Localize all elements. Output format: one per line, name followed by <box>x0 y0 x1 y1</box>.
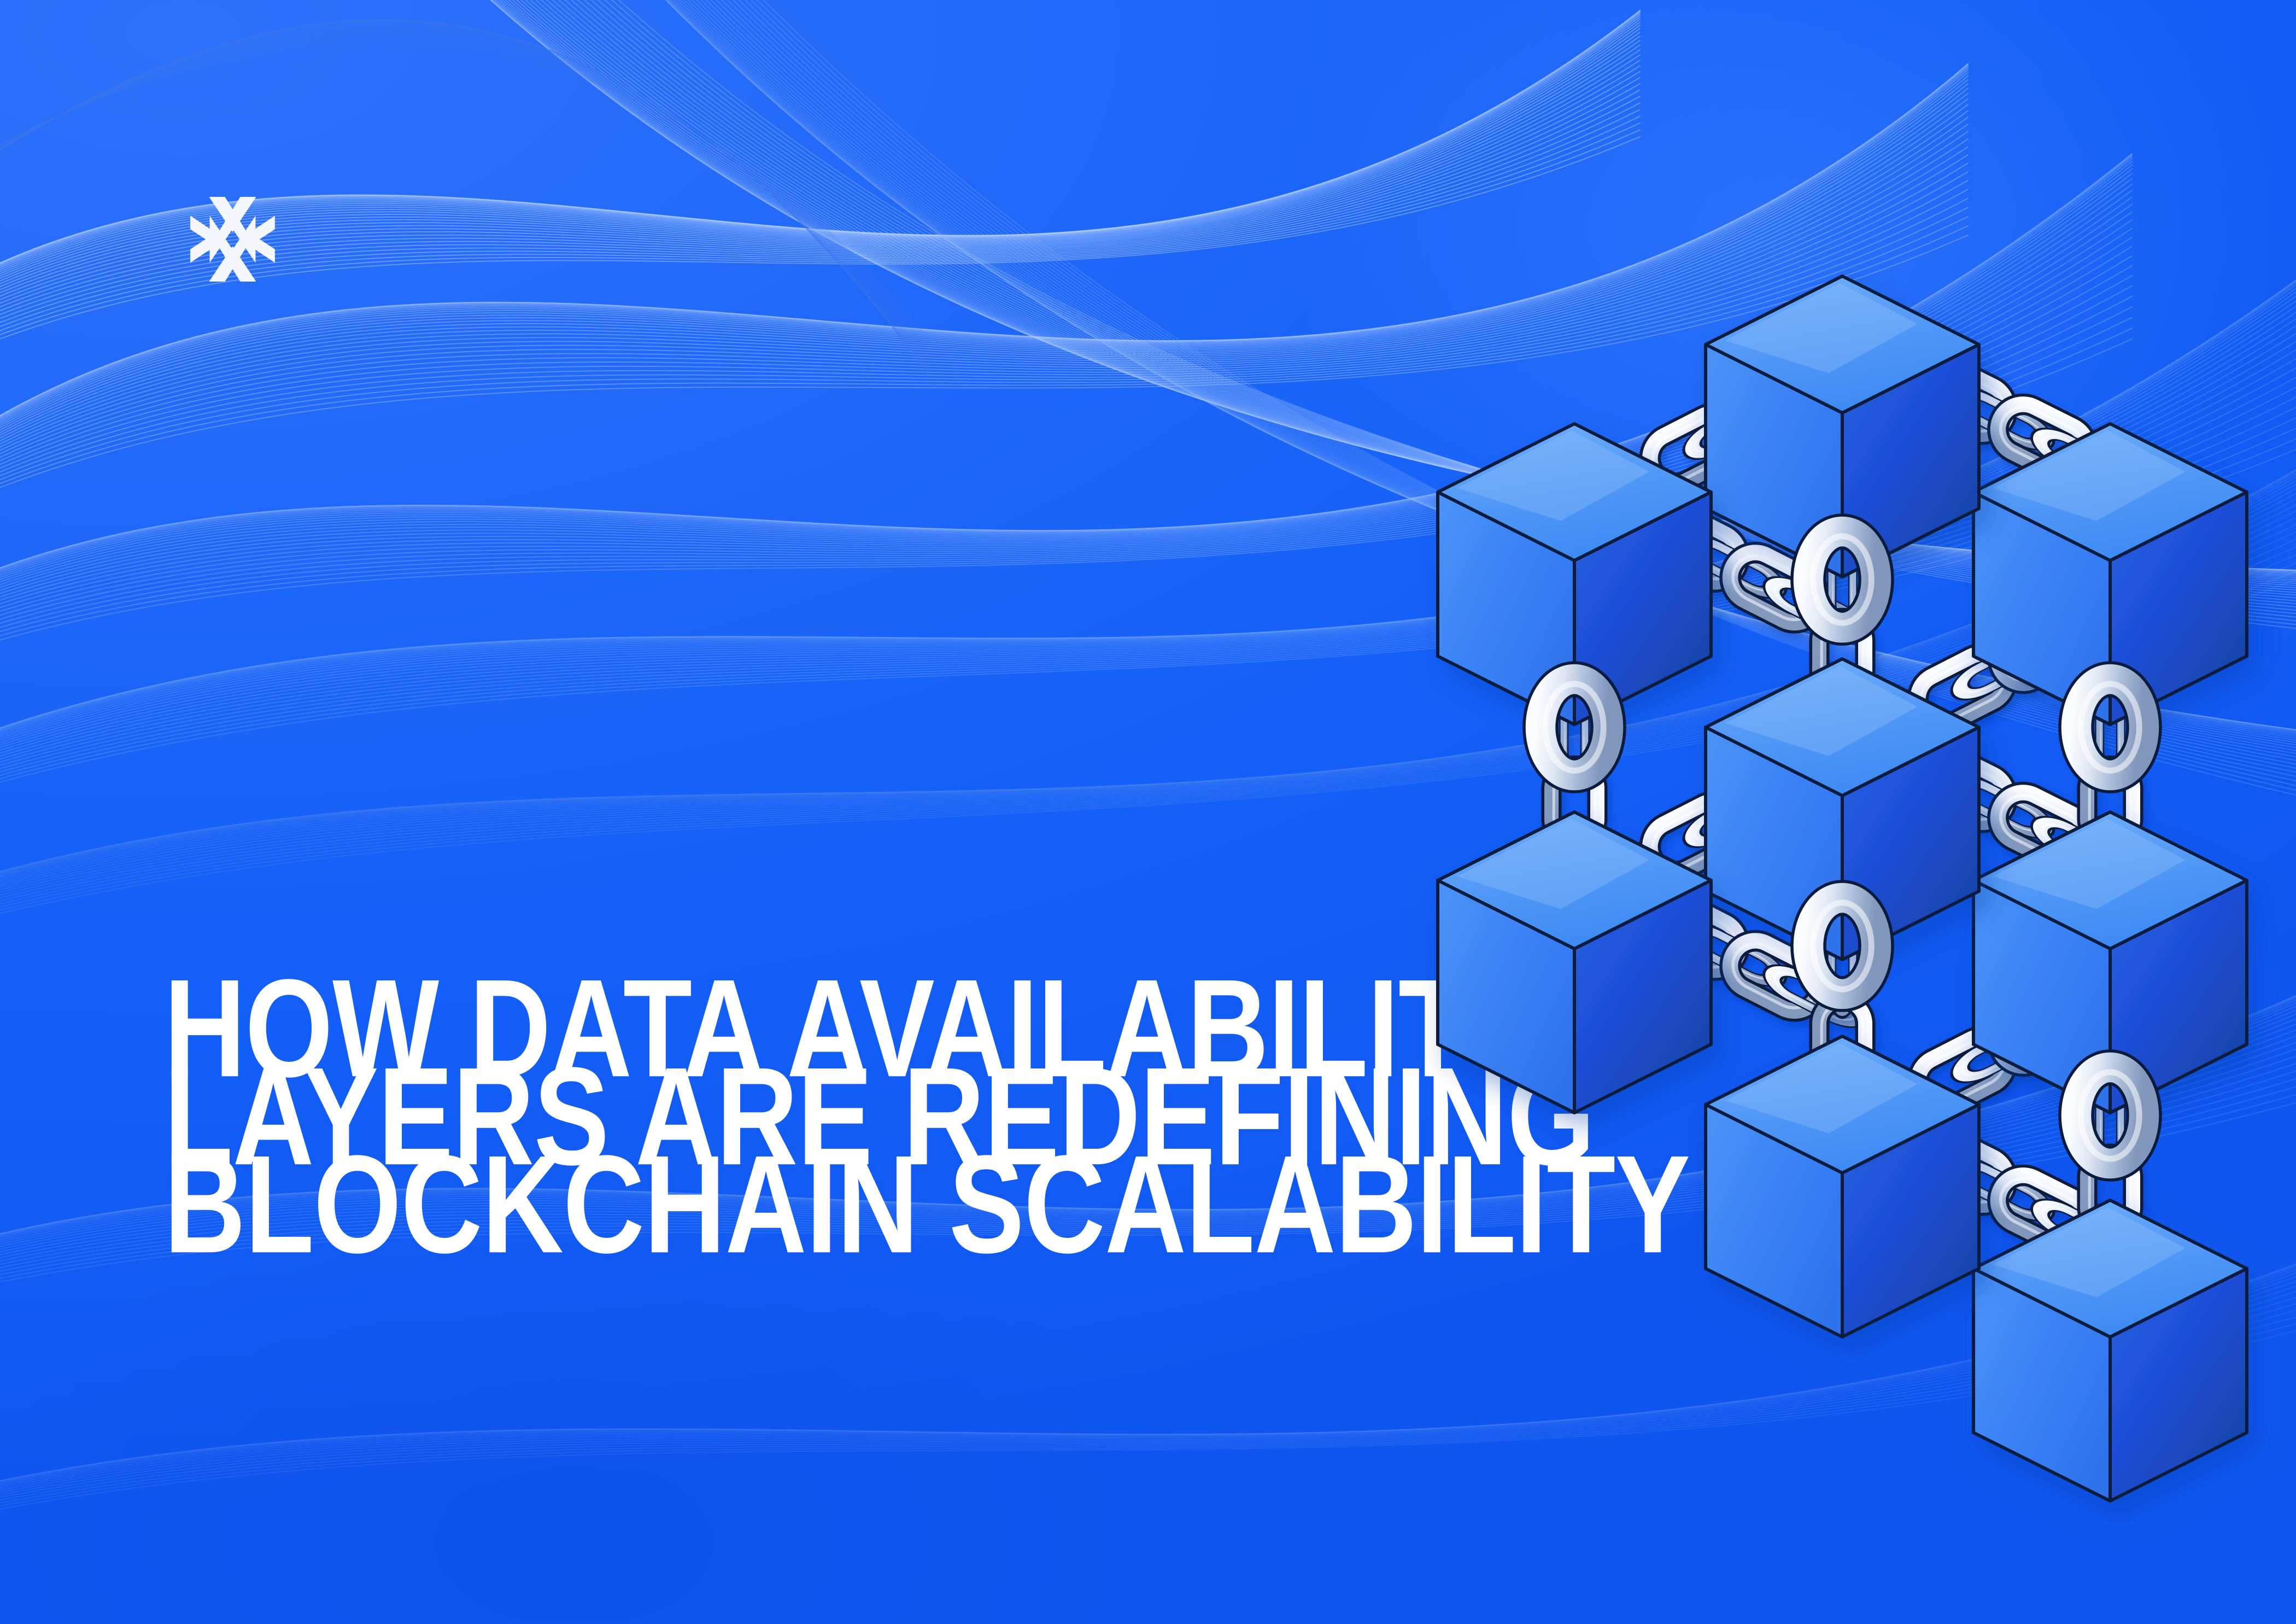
six-point-star-logo <box>190 197 275 282</box>
headline-line-3: BLOCKCHAIN SCALABILITY <box>164 1126 1690 1282</box>
chain-link-front-rightmid <box>2058 1049 2162 1182</box>
chain-link-body <box>1525 664 1624 791</box>
cube-right-low <box>1972 1199 2248 1503</box>
chain-link-highlight <box>2078 681 2142 774</box>
chain-link-body <box>2061 664 2159 791</box>
chain-link-body <box>2061 1052 2159 1179</box>
cube-top-center <box>1704 274 1981 579</box>
headline-line-2: LAYERS ARE REDEFINING <box>164 1038 1595 1194</box>
cube-top-highlight <box>1457 430 1650 521</box>
chain-link-highlight <box>1810 899 1875 992</box>
chain-link-front-righttop <box>2058 661 2162 793</box>
cube-right-top <box>1972 422 2248 726</box>
cube-top-highlight <box>1725 283 1918 373</box>
cube-low-center <box>1704 1035 1981 1339</box>
chain-link-front-midleft <box>1522 661 1626 793</box>
cube-top-highlight <box>1993 430 2186 521</box>
chain-link-highlight <box>2078 1069 2142 1162</box>
headline-line-2-wrap: LAYERS ARE REDEFINING <box>164 1047 1595 1186</box>
isometric-blockchain-illustration <box>1399 164 2296 1503</box>
chain-link-body <box>1793 516 1891 643</box>
chain-link-highlight <box>1810 533 1875 626</box>
chain-link-front-center <box>1790 880 1894 1012</box>
cube-mid-left <box>1436 422 1713 726</box>
cube-top-highlight <box>1725 665 1918 756</box>
chain-link-highlight <box>1542 681 1607 774</box>
cube-top-highlight <box>1457 819 1650 909</box>
headline-line-3-wrap: BLOCKCHAIN SCALABILITY <box>164 1135 1690 1274</box>
cube-right-mid <box>1972 810 2248 1114</box>
cube-top-highlight <box>1725 1043 1918 1134</box>
cube-top-highlight <box>1993 819 2186 909</box>
headline-line-1-wrap: HOW DATA AVAILABILITY <box>164 959 1563 1098</box>
cube-low-left <box>1436 810 1713 1114</box>
page-title: HOW DATA AVAILABILITY LAYERS ARE REDEFIN… <box>164 959 1690 1274</box>
chain-link-body <box>1793 883 1891 1009</box>
brand-logo[interactable] <box>174 180 291 298</box>
headline-line-1: HOW DATA AVAILABILITY <box>164 950 1542 1106</box>
chain-link-front-topcenter <box>1790 513 1894 646</box>
cube-top-highlight <box>1993 1207 2186 1298</box>
